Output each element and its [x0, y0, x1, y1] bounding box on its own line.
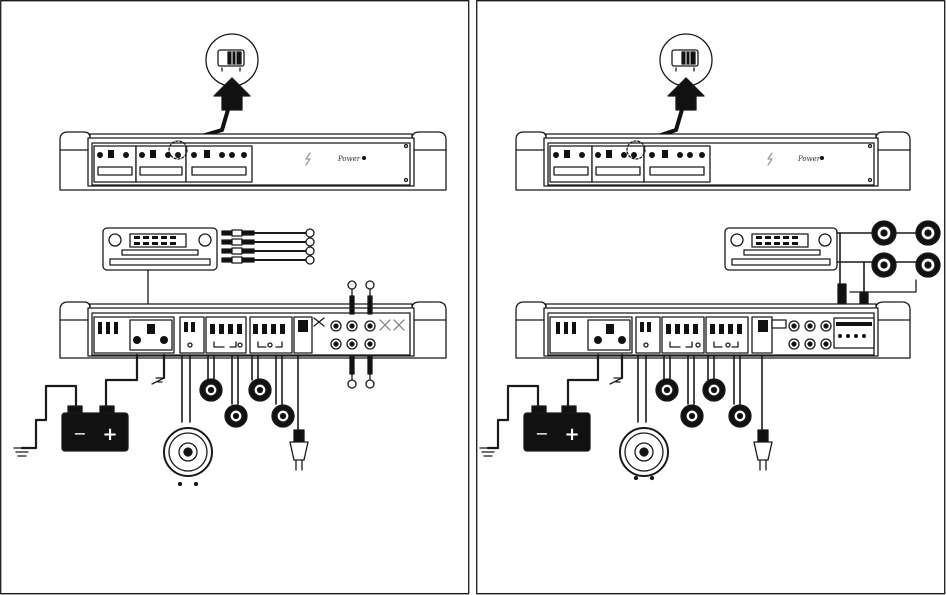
power-wires: [13, 353, 166, 457]
subwoofer: [163, 427, 213, 487]
switch-zoom-bubble: [205, 33, 259, 87]
amp-brand-logo: Power: [797, 155, 821, 163]
terminal-block: [135, 145, 187, 183]
rca-plugs: [347, 280, 375, 389]
battery-plus-icon: +: [102, 424, 117, 445]
battery: − +: [61, 405, 129, 452]
wiring-diagram-right: Power: [476, 0, 946, 595]
speaker-small: [271, 404, 295, 428]
power-wires: [479, 353, 624, 457]
speaker-small: [915, 220, 941, 246]
remote-plug-icon: [753, 429, 773, 471]
panel-frame: [476, 0, 946, 595]
amplifier-bottom: [59, 301, 447, 359]
battery-plus-icon: +: [564, 424, 579, 445]
terminal-block: [185, 145, 253, 183]
speaker-wires: [637, 354, 763, 431]
rca-output: [305, 228, 315, 238]
switch-toggle-icon: [227, 51, 242, 65]
switch-toggle-icon: [681, 51, 696, 65]
head-unit: [102, 227, 218, 271]
head-unit: [724, 227, 838, 271]
speaker-small: [702, 378, 726, 402]
rca-input-jacks: [330, 319, 405, 350]
head-unit-display: [129, 233, 187, 248]
rca-cables: [221, 228, 315, 265]
speaker-wires: [181, 354, 299, 431]
subwoofer: [619, 427, 669, 481]
terminal-block: [93, 145, 137, 183]
battery: − +: [523, 405, 591, 452]
amplifier-top: Power: [515, 131, 911, 191]
rca-input-jacks: [788, 320, 832, 350]
wiring-diagram-left: Power: [0, 0, 470, 595]
battery-minus-icon: −: [73, 424, 86, 443]
remote-plug-icon: [289, 429, 309, 471]
switch-location-marker: [626, 140, 646, 160]
amp-brand-logo: Power: [337, 155, 361, 163]
switch-location-marker: [168, 140, 188, 160]
speaker-small: [871, 252, 897, 278]
speaker-small: [248, 378, 272, 402]
battery-minus-icon: −: [535, 424, 548, 443]
speaker-small: [871, 220, 897, 246]
switch-zoom-bubble: [659, 33, 713, 87]
speaker-small: [915, 252, 941, 278]
speaker-small: [224, 404, 248, 428]
speaker-small: [728, 404, 752, 428]
speaker-small: [199, 378, 223, 402]
speaker-small: [655, 378, 679, 402]
speaker-small: [680, 404, 704, 428]
amplifier-top: Power: [59, 131, 447, 191]
amplifier-bottom: [515, 301, 911, 359]
